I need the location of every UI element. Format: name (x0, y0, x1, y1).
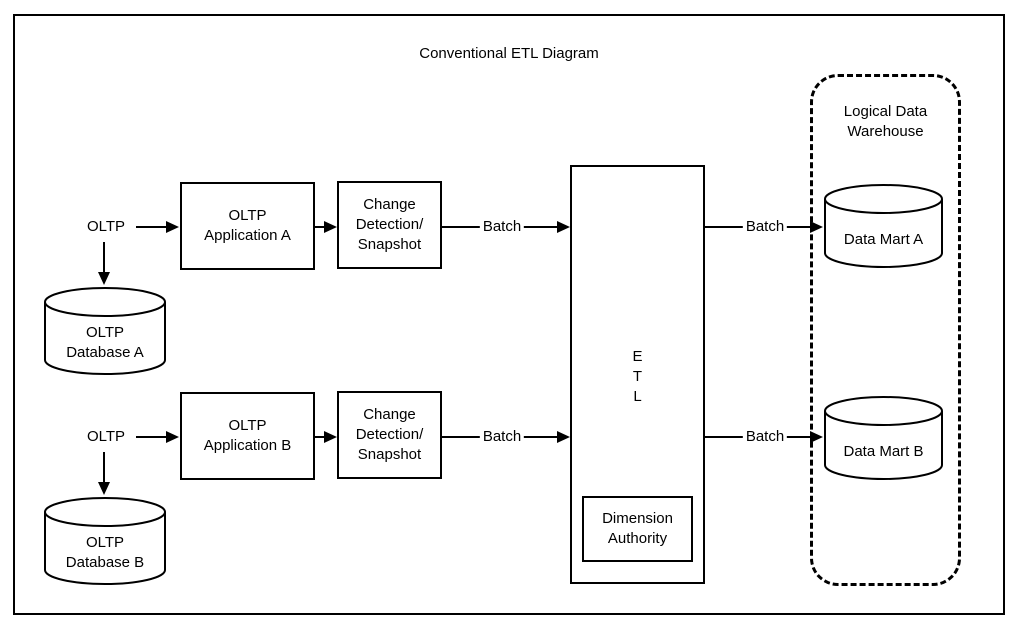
arrow-head-icon (557, 431, 570, 443)
data-mart-b-cylinder: Data Mart B (823, 395, 944, 481)
arrow-head-icon (166, 221, 179, 233)
oltp-source-label-b: OLTP (86, 428, 126, 445)
batch-label-in-b: Batch (479, 428, 525, 446)
arrow-head-icon (324, 221, 337, 233)
arrow-line (103, 242, 105, 273)
arrow-line (136, 226, 166, 228)
change-detection-snapshot-a-box: Change Detection/ Snapshot (337, 181, 442, 269)
cylinder-label-line: OLTP (85, 534, 125, 551)
cylinder-label: OLTP Database A (43, 323, 167, 363)
arrow-head-icon (98, 482, 110, 495)
dimension-authority-box: Dimension Authority (582, 496, 693, 562)
arrow-line (136, 436, 166, 438)
cylinder-shape (824, 396, 943, 480)
oltp-source-label-a: OLTP (86, 218, 126, 235)
change-detection-snapshot-b-box: Change Detection/ Snapshot (337, 391, 442, 479)
cylinder-label-line: Database A (66, 344, 144, 361)
oltp-application-a-box: OLTP Application A (180, 182, 315, 270)
box-label-line: Authority (607, 530, 668, 547)
diagram-title: Conventional ETL Diagram (419, 45, 599, 62)
box-label-line: Detection/ (355, 426, 424, 443)
arrow-head-icon (810, 431, 823, 443)
arrow-head-icon (557, 221, 570, 233)
logical-data-warehouse-group (810, 74, 961, 586)
arrow-head-icon (98, 272, 110, 285)
box-label-line: Change (363, 196, 416, 213)
box-label-line: Application A (204, 227, 291, 244)
arrow-line (315, 436, 325, 438)
box-label-line: Snapshot (357, 446, 422, 463)
data-mart-a-cylinder: Data Mart A (823, 183, 944, 269)
cylinder-label-line: Database B (65, 554, 145, 571)
box-label-line: Change (363, 406, 416, 423)
box-label-line: Dimension (602, 510, 673, 527)
outer-frame (13, 14, 1005, 615)
arrow-line (315, 226, 325, 228)
oltp-database-b-cylinder: OLTP Database B (43, 496, 167, 586)
cylinder-label-line: OLTP (85, 324, 125, 341)
cylinder-label: OLTP Database B (43, 533, 167, 573)
cylinder-shape (824, 184, 943, 268)
etl-letter: L (633, 388, 642, 405)
cylinder-label: Data Mart B (843, 443, 924, 460)
etl-letter: E (632, 348, 643, 365)
box-label-line: OLTP (228, 207, 267, 224)
arrow-head-icon (810, 221, 823, 233)
arrow-head-icon (166, 431, 179, 443)
box-label-line: Snapshot (357, 236, 422, 253)
box-label-line: Application B (203, 437, 292, 454)
oltp-database-a-cylinder: OLTP Database A (43, 286, 167, 376)
warehouse-label-line: Warehouse (847, 123, 924, 140)
batch-label-in-a: Batch (479, 218, 525, 236)
cylinder-shape (44, 287, 166, 375)
batch-label-out-b: Batch (742, 428, 788, 446)
warehouse-label-line: Logical Data (843, 103, 928, 120)
etl-letter: T (632, 368, 643, 385)
cylinder-shape (44, 497, 166, 585)
cylinder-label: Data Mart A (843, 231, 924, 248)
oltp-application-b-box: OLTP Application B (180, 392, 315, 480)
arrow-line (103, 452, 105, 483)
box-label-line: OLTP (228, 417, 267, 434)
box-label-line: Detection/ (355, 216, 424, 233)
logical-data-warehouse-label: Logical Data Warehouse (810, 102, 961, 142)
batch-label-out-a: Batch (742, 218, 788, 236)
arrow-head-icon (324, 431, 337, 443)
etl-label: E T L (570, 347, 705, 407)
